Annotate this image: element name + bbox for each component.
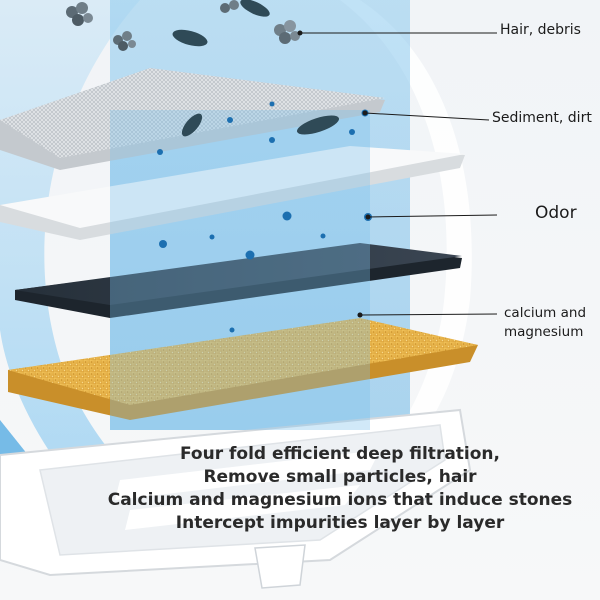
particles	[157, 101, 372, 333]
debris-cluster-3	[274, 20, 300, 44]
base-tab	[254, 544, 306, 589]
resin-layer	[8, 318, 478, 405]
carbon-layer	[15, 243, 462, 305]
base-tray-slot-1	[115, 450, 380, 500]
debris-cluster-2	[113, 31, 136, 51]
caption-block: Four fold efficient deep filtration, Rem…	[90, 443, 590, 535]
base-tray-slot-2	[125, 485, 360, 530]
label-calcium-line1: calcium and	[504, 305, 587, 321]
label-hair-debris: Hair, debris	[500, 22, 581, 38]
label-calcium-line2: magnesium	[504, 324, 584, 340]
cotton-layer	[0, 146, 465, 228]
caption-line-3: Calcium and magnesium ions that induce s…	[107, 490, 573, 510]
bacteria-4	[296, 115, 340, 135]
callout-lines	[300, 32, 498, 316]
caption-line-4: Intercept impurities layer by layer	[175, 513, 505, 533]
bacteria-2	[240, 0, 270, 17]
bacteria-3	[181, 113, 203, 137]
caption-line-1: Four fold efficient deep filtration,	[180, 444, 500, 464]
caption-line-2: Remove small particles, hair	[203, 467, 477, 487]
label-odor: Odor	[535, 203, 577, 223]
water-overlay	[110, 110, 370, 430]
label-sediment-dirt: Sediment, dirt	[492, 110, 592, 126]
label-calcium-magnesium: calcium and magnesium	[504, 304, 586, 342]
callout-dots	[297, 30, 371, 318]
debris-cluster-1	[66, 2, 93, 26]
bacteria-1	[172, 29, 208, 47]
mesh-layer	[0, 68, 385, 158]
debris-cluster-4	[220, 0, 239, 13]
